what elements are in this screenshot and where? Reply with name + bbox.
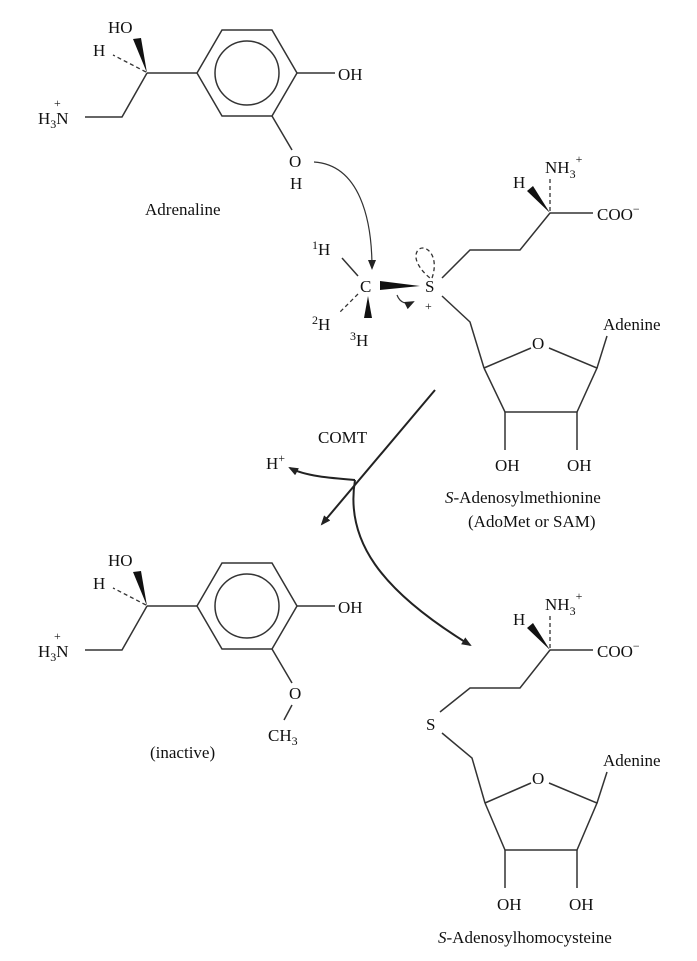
oh3-label: OH bbox=[497, 895, 522, 914]
carboxylate-label: COO− bbox=[597, 639, 640, 661]
adrenaline-structure: OH HO H H3N + O H Adrenaline bbox=[38, 18, 363, 219]
ho-label: HO bbox=[108, 18, 133, 37]
adrenaline-label: Adrenaline bbox=[145, 200, 221, 219]
h2-label: 2H bbox=[312, 313, 330, 334]
h-label: H bbox=[93, 41, 105, 60]
h-label: H bbox=[513, 610, 525, 629]
sam-abbrev-label: (AdoMet or SAM) bbox=[468, 512, 596, 531]
carboxylate-label: COO− bbox=[597, 202, 640, 224]
oh2-label: OH bbox=[567, 456, 592, 475]
electron-arrow bbox=[396, 294, 415, 310]
ammonium-label: H3N bbox=[38, 109, 69, 131]
main-reaction-arrow bbox=[320, 389, 436, 526]
methyl-label: CH3 bbox=[268, 726, 298, 748]
oh3-label: OH bbox=[495, 456, 520, 475]
benzene-ring bbox=[196, 29, 298, 117]
reaction-arrows: COMT H+ bbox=[266, 389, 472, 647]
inactive-label: (inactive) bbox=[150, 743, 215, 762]
sulfonium-label: S bbox=[425, 277, 434, 296]
lone-pair-orbital bbox=[415, 247, 435, 279]
aromatic-circle bbox=[214, 40, 280, 106]
proton-label: H+ bbox=[266, 451, 285, 473]
plus-charge: + bbox=[54, 629, 61, 643]
ribose-o-label: O bbox=[532, 769, 544, 788]
sulfur-label: S bbox=[426, 715, 435, 734]
ammonium-label: H3N bbox=[38, 642, 69, 664]
nh3-label: NH3+ bbox=[545, 589, 583, 618]
h-label: H bbox=[513, 173, 525, 192]
sam-name-label: S-Adenosylmethionine bbox=[445, 488, 601, 507]
sah-name-label: S-Adenosylhomocysteine bbox=[438, 928, 612, 947]
adenine-label: Adenine bbox=[603, 751, 661, 770]
methoxy-o-label: O bbox=[289, 684, 301, 703]
sulfonium-charge: + bbox=[425, 299, 432, 313]
plus-charge: + bbox=[54, 96, 61, 110]
h1-label: 1H bbox=[312, 238, 330, 259]
wedge-bond bbox=[133, 38, 147, 73]
sam-structure: C 1H 2H 3H S + NH3+ H COO− O Adenine OH … bbox=[312, 152, 661, 531]
h3-label: 3H bbox=[350, 329, 368, 350]
oh2-label: OH bbox=[569, 895, 594, 914]
proton-release-arrow bbox=[288, 467, 356, 481]
ribose-o-label: O bbox=[532, 334, 544, 353]
methyl-carbon-label: C bbox=[360, 277, 371, 296]
sah-structure: S NH3+ H COO− O Adenine OH OH S-Adenosyl… bbox=[426, 589, 661, 947]
ho-label: HO bbox=[108, 551, 133, 570]
nh3-label: NH3+ bbox=[545, 152, 583, 181]
nucleophilic-attack-arrow bbox=[313, 161, 376, 270]
adenine-label: Adenine bbox=[603, 315, 661, 334]
meta-h-label: H bbox=[290, 174, 302, 193]
para-oh-label: OH bbox=[338, 65, 363, 84]
sah-release-arrow bbox=[352, 479, 472, 647]
enzyme-label: COMT bbox=[318, 428, 368, 447]
meta-o-label: O bbox=[289, 152, 301, 171]
metanephrine-structure: OH HO H H3N + O CH3 (inactive) bbox=[38, 551, 363, 762]
h-label: H bbox=[93, 574, 105, 593]
para-oh-label: OH bbox=[338, 598, 363, 617]
